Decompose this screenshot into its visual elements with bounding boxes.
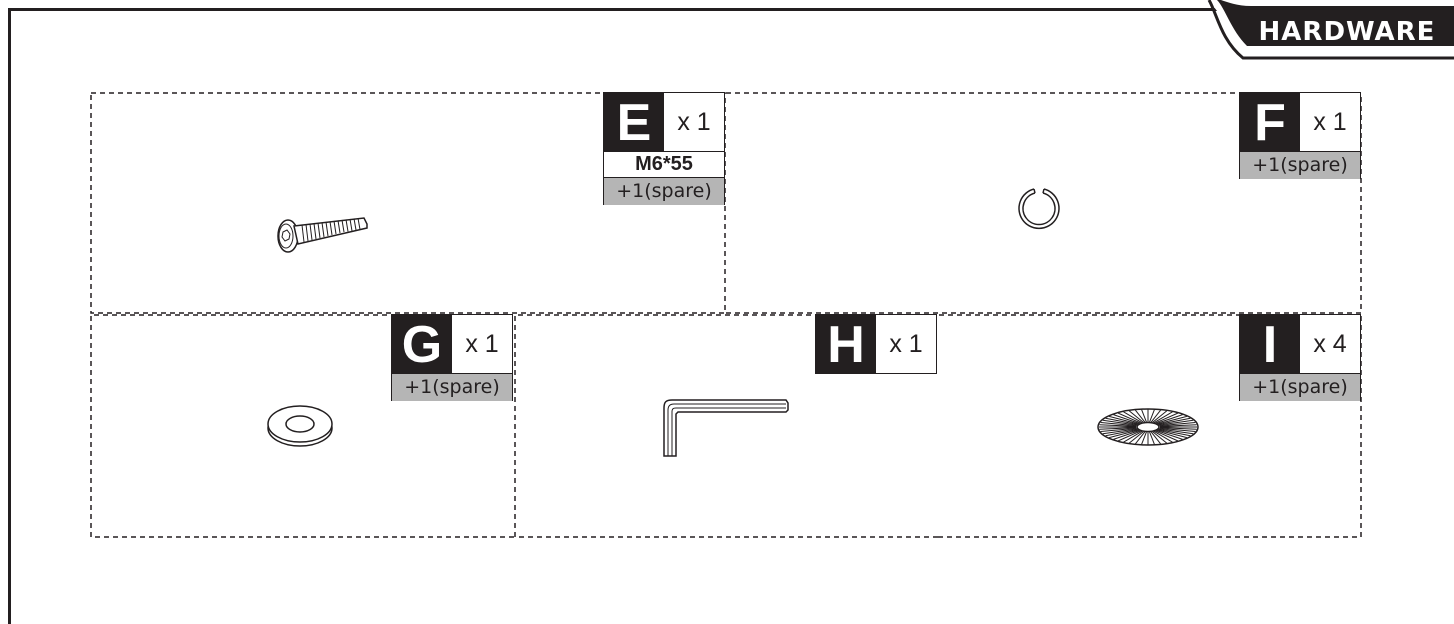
- part-letter: E: [604, 93, 664, 152]
- part-letter: I: [1240, 315, 1300, 374]
- part-quantity: x 4: [1313, 330, 1347, 358]
- part-cell-g: G x 1 +1(spare): [90, 314, 514, 538]
- button-head-bolt-icon: [277, 217, 368, 253]
- hardware-tab: HARDWARE: [1207, 0, 1454, 60]
- allen-key-icon: [663, 399, 789, 457]
- part-cell-e: E x 1 M6*55 +1(spare): [90, 92, 726, 314]
- part-letter: H: [816, 315, 876, 374]
- part-badge-e: E x 1 M6*55 +1(spare): [603, 92, 725, 205]
- serrated-lock-washer-icon: [1097, 408, 1199, 446]
- part-quantity: x 1: [465, 330, 499, 358]
- part-letter: G: [392, 315, 452, 374]
- part-badge-f: F x 1 +1(spare): [1239, 92, 1361, 179]
- part-cell-i: I x 4 +1(spare): [938, 314, 1362, 538]
- part-quantity: x 1: [889, 330, 923, 358]
- part-badge-g: G x 1 +1(spare): [391, 314, 513, 401]
- part-size: M6*55: [603, 152, 725, 178]
- page-frame: [8, 8, 1454, 624]
- part-badge-h: H x 1: [815, 314, 937, 374]
- flat-washer-icon: [267, 405, 333, 447]
- page-title: HARDWARE: [1258, 17, 1436, 47]
- part-spare: +1(spare): [1239, 374, 1361, 401]
- part-badge-i: I x 4 +1(spare): [1239, 314, 1361, 401]
- part-letter: F: [1240, 93, 1300, 152]
- part-spare: +1(spare): [391, 374, 513, 401]
- part-quantity: x 1: [677, 108, 711, 136]
- part-spare: +1(spare): [603, 178, 725, 205]
- split-ring-icon: [1018, 188, 1060, 230]
- part-cell-h: H x 1: [514, 314, 938, 538]
- part-spare: +1(spare): [1239, 152, 1361, 179]
- part-cell-f: F x 1 +1(spare): [726, 92, 1362, 314]
- part-quantity: x 1: [1313, 108, 1347, 136]
